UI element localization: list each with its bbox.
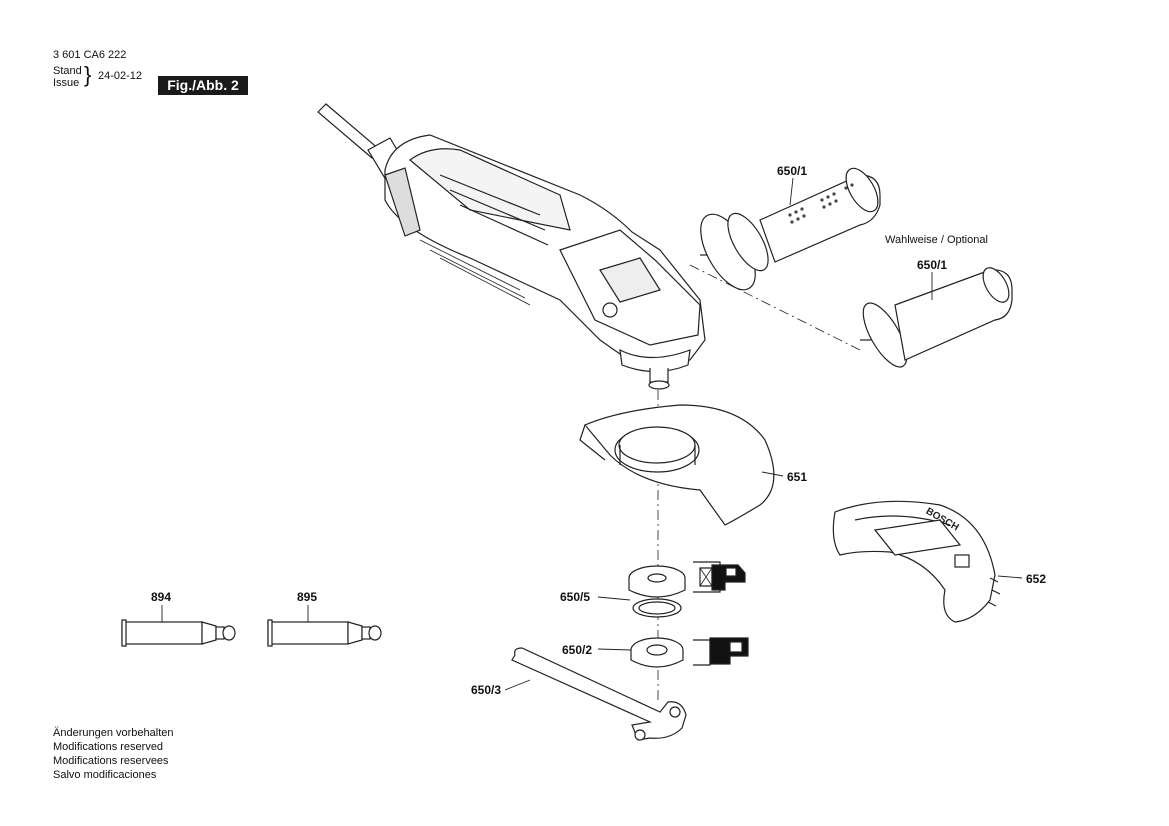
- notice-en: Modifications reserved: [53, 741, 164, 753]
- issue-date: 24-02-12: [98, 70, 143, 82]
- optional-note: Wahlweise / Optional: [885, 234, 988, 246]
- protective-guard: [579, 404, 775, 526]
- grease-tube-894: [121, 619, 236, 647]
- part-label-651: 651: [787, 470, 808, 484]
- leader-lines: [161, 177, 1023, 691]
- figure-label: Fig./Abb. 2: [158, 76, 248, 95]
- notice-es: Salvo modificaciones: [53, 769, 157, 781]
- angle-grinder: [317, 103, 706, 390]
- issue-label: Issue: [53, 77, 80, 89]
- flange-section-detail: [693, 561, 746, 593]
- clamping-nut: [630, 637, 684, 668]
- part-label-894: 894: [151, 590, 172, 604]
- modification-notice: Änderungen vorbehalten Modifications res…: [53, 726, 173, 782]
- part-label-650-1-knurled: 650/1: [777, 164, 808, 178]
- stand-label: Stand: [53, 65, 82, 77]
- handle-knurled: [700, 167, 881, 291]
- grease-tube-895: [267, 619, 382, 647]
- assembly-axis-handle: [689, 264, 861, 351]
- notice-fr: Modifications reservees: [53, 755, 169, 767]
- notice-de: Änderungen vorbehalten: [53, 727, 174, 739]
- part-label-652: 652: [1026, 572, 1047, 586]
- brace-glyph: }: [84, 62, 92, 87]
- doc-number: 3 601 CA6 222: [53, 49, 127, 61]
- part-label-650-5: 650/5: [560, 590, 591, 604]
- two-pin-spanner: [511, 647, 687, 741]
- part-label-895: 895: [297, 590, 318, 604]
- cutting-guard: [832, 500, 1001, 623]
- nut-section-detail: [693, 637, 749, 666]
- part-label-650-3: 650/3: [471, 683, 502, 697]
- part-label-650-2: 650/2: [562, 643, 593, 657]
- part-label-650-1-optional: 650/1: [917, 258, 948, 272]
- mounting-flange: [628, 565, 686, 618]
- handle-plain-optional: [860, 267, 1013, 368]
